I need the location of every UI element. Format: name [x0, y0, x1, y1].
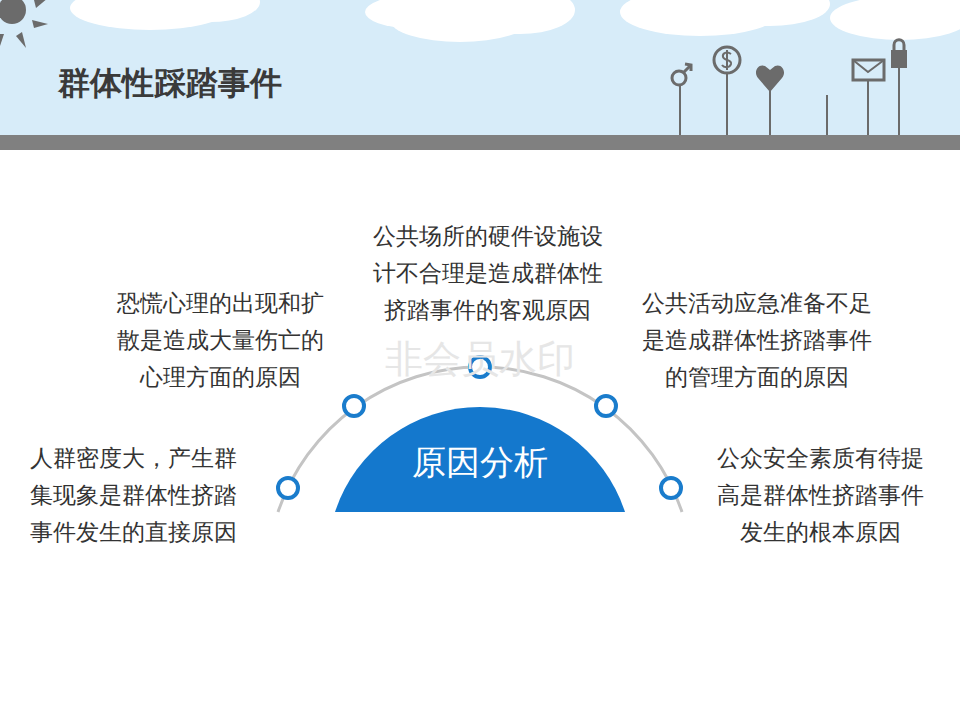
grey-arc	[278, 367, 682, 512]
watermark: 非会员水印	[385, 336, 575, 382]
clouds	[70, 0, 960, 42]
header-bar	[0, 135, 960, 150]
cause-text: 公共场所的硬件设施设 计不合理是造成群体性 挤踏事件的客观原因	[367, 218, 609, 329]
node-label: 原因分析	[335, 407, 625, 486]
cause-semicircle: 原因分析	[335, 407, 625, 512]
cause-text: 恐慌心理的出现和扩 散是造成大量伤亡的 心理方面的原因	[111, 285, 330, 396]
sun	[0, 0, 48, 48]
slide-title: 群体性踩踏事件	[58, 62, 282, 106]
semicircle-fill	[335, 407, 625, 512]
cause-text: 公众安全素质有待提 高是群体性挤踏事件 发生的根本原因	[711, 440, 930, 551]
cause-text: 人群密度大，产生群 集现象是群体性挤踏 事件发生的直接原因	[30, 440, 249, 551]
cause-text: 公共活动应急准备不足 是造成群体性挤踏事件 的管理方面的原因	[636, 285, 878, 396]
header-icons	[672, 40, 907, 135]
